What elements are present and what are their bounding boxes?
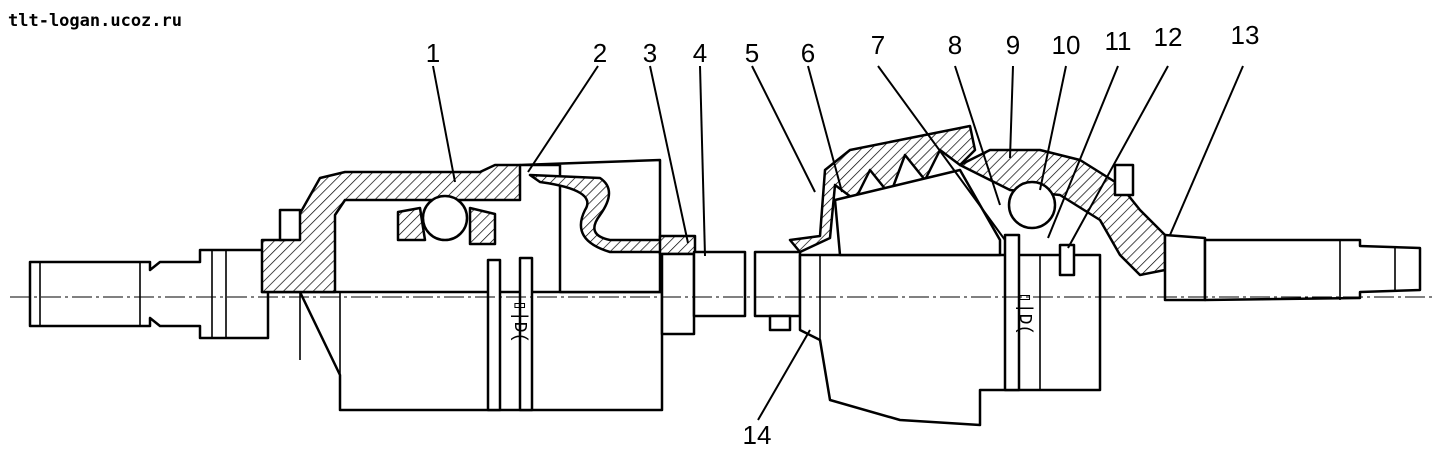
intermediate-shaft (692, 250, 802, 332)
callout-6: 6 (801, 38, 815, 68)
callout-4: 4 (693, 38, 707, 68)
callout-9: 9 (1006, 30, 1020, 60)
callout-12: 12 (1154, 22, 1183, 52)
tripod-roller (421, 194, 469, 242)
callout-10: 10 (1052, 30, 1081, 60)
right-shaft-stub (1163, 233, 1422, 302)
leader-lines (432, 65, 1244, 421)
watermark-text: tlt-logan.ucoz.ru (8, 11, 182, 31)
callout-2: 2 (593, 38, 607, 68)
svg-text:▯|D(: ▯|D( (509, 300, 529, 343)
callout-14: 14 (743, 420, 772, 450)
callout-11: 11 (1105, 26, 1132, 56)
inner-boot (518, 158, 697, 336)
callout-7: 7 (871, 30, 885, 60)
callout-8: 8 (948, 30, 962, 60)
cv-ball (1007, 180, 1057, 230)
left-shaft-stub (28, 248, 270, 340)
inner-joint-housing: ▯|D( (260, 163, 664, 412)
svg-text:▯|D(: ▯|D( (1014, 292, 1034, 335)
callout-13: 13 (1231, 20, 1260, 50)
callouts: 1 2 3 4 5 6 7 8 9 10 11 12 13 14 (426, 20, 1260, 450)
outer-joint: ▯|D( (788, 124, 1167, 427)
callout-3: 3 (643, 38, 657, 68)
callout-5: 5 (745, 38, 759, 68)
callout-1: 1 (426, 38, 440, 68)
